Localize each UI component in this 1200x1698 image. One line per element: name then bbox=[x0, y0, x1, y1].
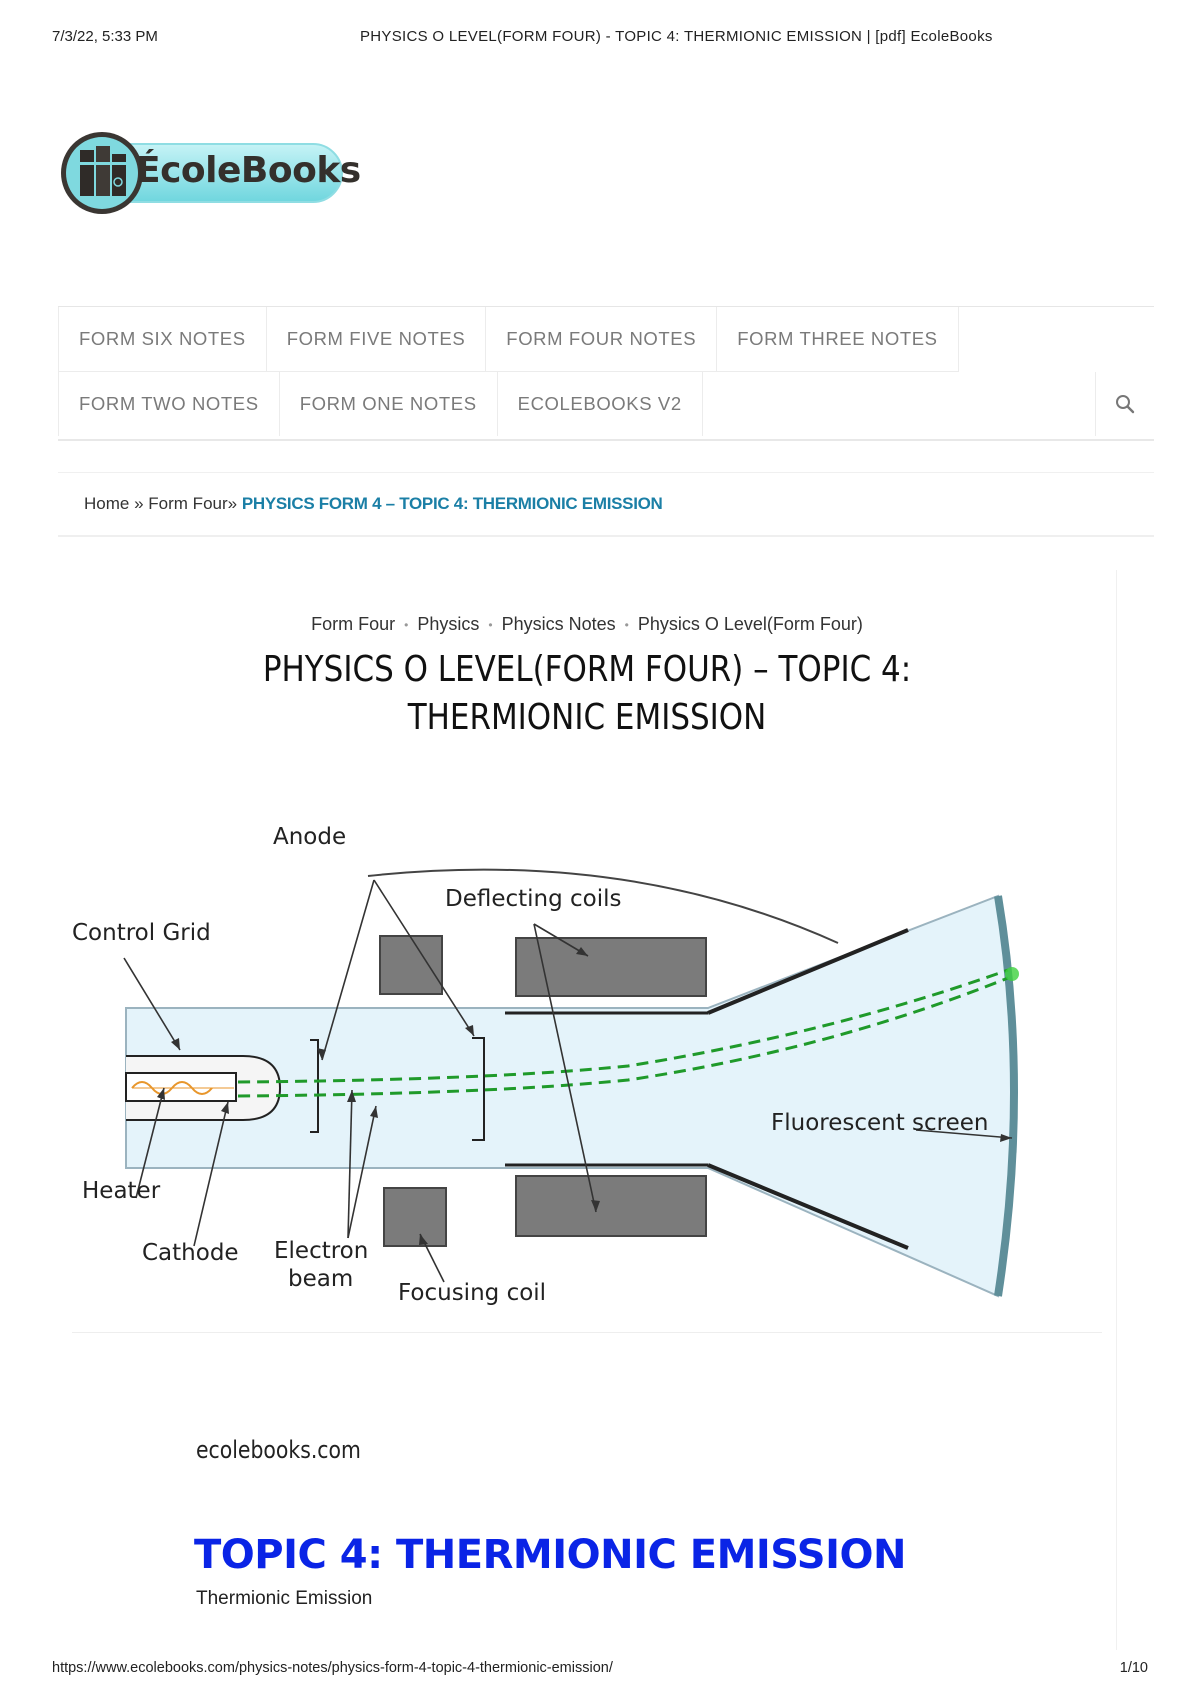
label-cathode: Cathode bbox=[142, 1240, 239, 1266]
print-url: https://www.ecolebooks.com/physics-notes… bbox=[52, 1660, 613, 1676]
label-electron-beam: beam bbox=[288, 1266, 353, 1292]
topic-subheading: Thermionic Emission bbox=[196, 1588, 373, 1609]
category-sep: • bbox=[624, 618, 629, 633]
breadcrumb-home[interactable]: Home bbox=[84, 494, 130, 513]
logo-text: ÉcoleBooks bbox=[136, 150, 361, 191]
main-nav: FORM SIX NOTES FORM FIVE NOTES FORM FOUR… bbox=[58, 306, 1154, 441]
article: Form Four • Physics • Physics Notes • Ph… bbox=[58, 570, 1117, 1650]
search-button[interactable] bbox=[1095, 372, 1154, 436]
site-logo[interactable]: ÉcoleBooks bbox=[58, 128, 361, 228]
breadcrumb: Home » Form Four» PHYSICS FORM 4 – TOPIC… bbox=[58, 472, 1154, 537]
label-deflecting-coils: Deflecting coils bbox=[445, 886, 622, 912]
breadcrumb-sep: » bbox=[227, 494, 238, 513]
breadcrumb-sep: » bbox=[134, 494, 144, 513]
breadcrumb-form-four[interactable]: Form Four bbox=[148, 494, 228, 513]
post-categories: Form Four • Physics • Physics Notes • Ph… bbox=[58, 614, 1116, 635]
label-control-grid: Control Grid bbox=[72, 920, 211, 946]
category-sep: • bbox=[404, 618, 409, 633]
site-label: ecolebooks.com bbox=[196, 1436, 361, 1464]
nav-item-ecolebooks-v2[interactable]: ECOLEBOOKS V2 bbox=[496, 372, 703, 436]
post-title: PHYSICS O LEVEL(FORM FOUR) – TOPIC 4: TH… bbox=[262, 649, 912, 738]
label-anode: Anode bbox=[273, 824, 346, 850]
nav-item-form-five[interactable]: FORM FIVE NOTES bbox=[265, 307, 486, 371]
category-link[interactable]: Form Four bbox=[311, 614, 396, 634]
print-doc-title: PHYSICS O LEVEL(FORM FOUR) - TOPIC 4: TH… bbox=[360, 28, 993, 45]
label-focusing-coil: Focusing coil bbox=[398, 1280, 546, 1306]
label-fluorescent-screen: Fluorescent screen bbox=[771, 1110, 989, 1136]
logo-books-icon bbox=[61, 132, 343, 214]
nav-row-2: FORM TWO NOTES FORM ONE NOTES ECOLEBOOKS… bbox=[58, 372, 703, 436]
figure-divider bbox=[72, 1332, 1102, 1333]
print-footer: https://www.ecolebooks.com/physics-notes… bbox=[52, 1660, 1148, 1680]
nav-item-form-six[interactable]: FORM SIX NOTES bbox=[58, 307, 266, 371]
crt-diagram: Anode Deflecting coils Control Grid Heat… bbox=[68, 788, 1116, 1348]
breadcrumb-current: PHYSICS FORM 4 – TOPIC 4: THERMIONIC EMI… bbox=[241, 494, 663, 513]
topic-heading: TOPIC 4: THERMIONIC EMISSION bbox=[194, 1532, 906, 1578]
print-header: 7/3/22, 5:33 PM PHYSICS O LEVEL(FORM FOU… bbox=[52, 28, 1148, 48]
print-page-number: 1/10 bbox=[1119, 1660, 1148, 1676]
category-link[interactable]: Physics O Level(Form Four) bbox=[637, 614, 863, 634]
category-sep: • bbox=[488, 618, 493, 633]
label-heater: Heater bbox=[82, 1178, 161, 1204]
nav-item-form-one[interactable]: FORM ONE NOTES bbox=[278, 372, 497, 436]
print-datetime: 7/3/22, 5:33 PM bbox=[52, 28, 158, 45]
label-electron-beam: Electron bbox=[274, 1238, 368, 1264]
nav-item-form-two[interactable]: FORM TWO NOTES bbox=[58, 372, 279, 436]
crt-diagram-image: Anode Deflecting coils Control Grid Heat… bbox=[72, 824, 1019, 1306]
nav-row-1: FORM SIX NOTES FORM FIVE NOTES FORM FOUR… bbox=[58, 307, 959, 372]
search-icon bbox=[1116, 395, 1135, 414]
nav-item-form-four[interactable]: FORM FOUR NOTES bbox=[485, 307, 716, 371]
category-link[interactable]: Physics Notes bbox=[501, 614, 616, 634]
category-link[interactable]: Physics bbox=[417, 614, 480, 634]
nav-item-form-three[interactable]: FORM THREE NOTES bbox=[716, 307, 959, 371]
